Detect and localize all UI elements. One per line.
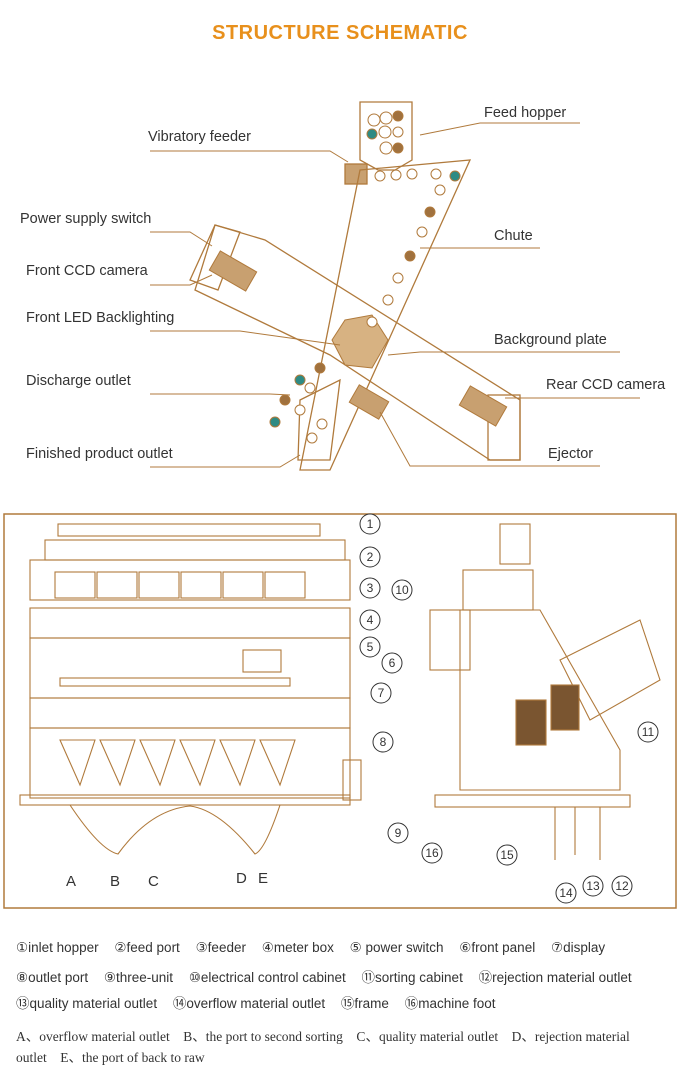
outlet-ports [29,727,351,799]
display-shape [242,649,282,673]
label-discharge-outlet: Discharge outlet [26,373,131,389]
callout-8: 8 [380,735,387,749]
legend-item: ⑫rejection material outlet [478,970,632,985]
legend-item: ⑤ power switch [349,940,444,955]
legend-item: ⑮frame [340,996,389,1011]
label-finished-product-outlet: Finished product outlet [26,446,173,462]
vibratory-feeder-shape [344,163,368,185]
page-title: STRUCTURE SCHEMATIC [212,22,468,44]
leader-background-plate [387,351,620,356]
legend-item: ⑯machine foot [404,996,496,1011]
camera-block-1 [515,699,547,746]
leader-front-led [150,330,341,346]
legend-item: ⑬quality material outlet [16,996,158,1011]
callout-3: 3 [367,581,374,595]
leader-power-switch [150,231,213,247]
leader-feed-hopper [419,122,580,136]
label-front-ccd-camera: Front CCD camera [26,263,149,279]
legend-item: ⑥front panel [459,940,536,955]
callout-1: 1 [367,517,374,531]
leader-discharge-outlet [150,393,291,396]
leader-finished-product [150,454,301,468]
leader-vibratory-feeder [150,150,349,163]
legend-item: ②feed port [114,940,180,955]
callout-6: 6 [389,656,396,670]
legend-item: ③feeder [195,940,246,955]
legend-item: ⑨three-unit [103,970,174,985]
meter-box [29,607,351,639]
legend-item: ⑦display [550,940,606,955]
machine-drawing: 1 2 3 4 5 6 7 8 9 10 11 12 13 14 15 16 A… [3,513,677,909]
rear-ccd-camera-shape [458,385,508,427]
callout-7: 7 [378,686,385,700]
front-ccd-camera-shape [208,250,258,292]
callout-5: 5 [367,640,374,654]
outlet-letter-d: D [236,870,247,887]
callout-11: 11 [642,725,655,739]
electrical-cabinet [429,609,471,671]
sorting-cabinet [559,619,661,721]
outlet-letter-a: A [66,873,76,890]
legend-row-1: ①inlet hopper ②feed port ③feeder ④meter … [16,940,680,966]
leader-ejector [379,411,600,467]
legend-item: ④meter box [261,940,334,955]
label-ejector: Ejector [548,446,593,462]
callout-2: 2 [367,550,374,564]
camera-block-2 [550,684,580,731]
legend-row-2: ⑧outlet port ⑨three-unit ⑩electrical con… [16,966,680,992]
label-rear-ccd-camera: Rear CCD camera [546,377,666,393]
three-unit-shape [342,759,362,801]
callout-4: 4 [367,613,374,627]
outlet-letter-e: E [258,870,268,887]
leader-front-ccd [150,274,213,286]
ejector-shape [348,384,390,420]
front-panel [29,637,351,699]
callout-10: 10 [395,583,409,597]
callout-13: 13 [586,879,600,893]
callout-16: 16 [425,846,439,860]
drawing-frame [3,513,677,909]
parts-legend: ①inlet hopper ②feed port ③feeder ④meter … [16,940,680,1018]
label-chute: Chute [494,228,533,244]
structure-schematic-diagram: Feed hopper Vibratory feeder Power suppl… [20,101,666,471]
front-box-shape [189,224,241,291]
label-feed-hopper: Feed hopper [484,105,566,121]
background-plate-shape [331,314,389,369]
label-vibratory-feeder: Vibratory feeder [148,129,251,145]
outlet-letter-c: C [148,873,159,890]
label-background-plate: Background plate [494,332,607,348]
callout-15: 15 [500,848,514,862]
rear-box-shape [487,394,521,461]
outlet-chutes [69,804,281,855]
feeder-units [54,571,306,599]
legend-item: ⑧outlet port [16,970,89,985]
outlet-letter-b: B [110,873,120,890]
discharge-outlet-shape [297,378,341,461]
callout-12: 12 [615,879,629,893]
legend-item: ⑪sorting cabinet [361,970,463,985]
callout-14: 14 [559,886,573,900]
label-power-supply-switch: Power supply switch [20,211,151,227]
legend-item: ⑩electrical control cabinet [188,970,346,985]
legend-row-3: ⑬quality material outlet ⑭overflow mater… [16,992,680,1018]
legend-item: ①inlet hopper [16,940,99,955]
legend-item: ⑭overflow material outlet [172,996,326,1011]
outlet-note: A、overflow material outlet B、the port to… [16,1029,630,1065]
label-front-led-backlighting: Front LED Backlighting [26,310,174,326]
frame-side [459,609,621,791]
inlet-hopper-front [57,523,321,537]
inlet-hopper-side [499,523,531,565]
callout-9: 9 [395,826,402,840]
